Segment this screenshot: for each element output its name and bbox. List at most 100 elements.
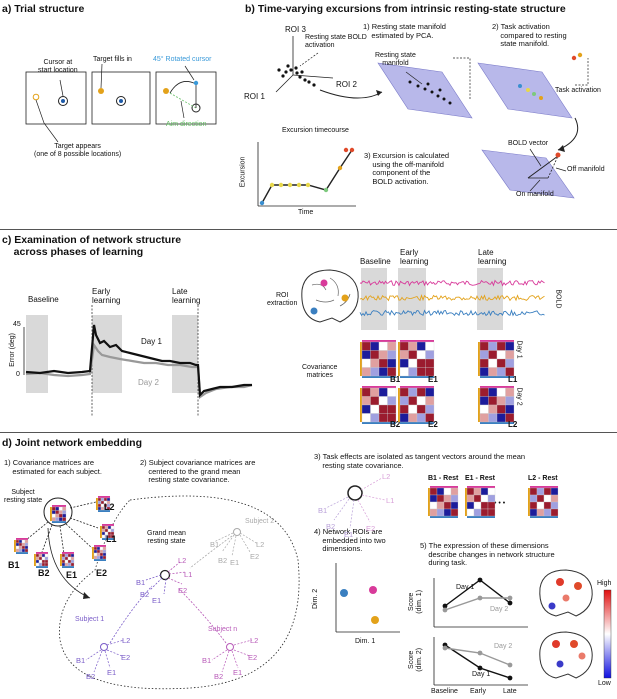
roi-pink-icon xyxy=(320,279,328,287)
cov-label-day2-B2: B2 xyxy=(390,420,401,429)
target-appears-label: Target appears (one of 8 possible locati… xyxy=(34,143,122,158)
tangent-node-B1: B1 xyxy=(318,506,328,515)
panel-d-title: d) Joint network embedding xyxy=(2,437,143,449)
grand-mean-node-E2: E2 xyxy=(178,586,188,595)
panel-a-title: a) Trial structure xyxy=(2,3,85,15)
start-location-icon-2 xyxy=(116,96,126,106)
target-fill-pointer xyxy=(100,63,103,89)
grand-mean-spokes xyxy=(145,561,187,595)
step3-label: 3) Excursion is calculated using the off… xyxy=(364,151,450,186)
centering-arrow-head xyxy=(83,592,90,599)
grand-mean-label: Grand mean resting state xyxy=(147,530,186,545)
filled-target-icon-3 xyxy=(163,88,169,94)
score1-day2-label: Day 2 xyxy=(490,606,509,613)
grand-mean-node-L2: L2 xyxy=(178,556,187,565)
bold-vector-label: BOLD vector xyxy=(508,140,549,147)
manifold-pointer xyxy=(405,71,423,85)
dim1-label: Dim. 1 xyxy=(355,638,376,645)
target-fill-label: Target fills in xyxy=(93,56,132,63)
grand-mean-node-L1: L1 xyxy=(184,570,193,579)
time-xlabel: Time xyxy=(298,209,314,216)
score1-day1-line xyxy=(444,579,511,607)
subject2-node-E2: E2 xyxy=(250,552,260,561)
d-step1-label: 1) Covariance matrices are estimated for… xyxy=(4,458,102,476)
ytick-bottom: 0 xyxy=(16,371,20,378)
cov-matrix-day2-L2 xyxy=(478,386,516,429)
late-shade xyxy=(172,315,198,393)
subject1-node xyxy=(100,643,108,651)
tangent-ellipsis: • • • xyxy=(494,500,506,507)
colorbar xyxy=(603,589,612,679)
trial-box-1 xyxy=(25,71,87,125)
tangent-center-node xyxy=(347,485,363,501)
cov-matrix-day1-E1 xyxy=(398,340,436,383)
d-step4-label: 4) Network ROIs are embedded into two di… xyxy=(314,527,386,554)
pca-arrow-head xyxy=(376,90,382,96)
rotated-cursor-icon xyxy=(193,80,199,86)
aim-label-pointer xyxy=(180,100,185,119)
d-step3-label: 3) Task effects are isolated as tangent … xyxy=(314,452,526,470)
divider-1 xyxy=(0,229,617,230)
resting-manifold-label: Resting state manifold xyxy=(375,52,416,67)
subject1-node-E1: E1 xyxy=(107,668,117,677)
bold-blue-trace xyxy=(359,309,545,317)
timecourse-title: Excursion timecourse xyxy=(282,127,349,134)
on-manifold-label: On manifold xyxy=(516,191,554,198)
task-activation-points xyxy=(518,52,583,100)
cov-matrix-day2-E2 xyxy=(398,386,436,429)
rotated-cursor-label: 45° Rotated cursor xyxy=(153,56,212,63)
subject-node-label-B2: B2 xyxy=(38,568,50,578)
subject-node-label-E1: E1 xyxy=(66,570,78,580)
rotated-label-pointer xyxy=(184,65,195,81)
subject1-node-L2: L2 xyxy=(122,636,131,645)
day2-label: Day 2 xyxy=(138,378,159,387)
subject1-node-B2: B2 xyxy=(86,672,96,681)
day1-error-line xyxy=(25,324,252,398)
subject1-node-B1: B1 xyxy=(76,656,86,665)
subject-matrix-5 xyxy=(96,496,112,517)
excursion-points xyxy=(259,147,355,206)
subject2-spokes xyxy=(213,532,259,557)
subject-resting-label: Subject resting state xyxy=(4,489,43,504)
tangent-node-E2: E2 xyxy=(366,524,376,533)
subject-spokes xyxy=(25,501,99,555)
subject-resting-matrix xyxy=(50,505,68,528)
grand-mean-node-B2: B2 xyxy=(140,590,150,599)
covariance-matrices-label: Covariance matrices xyxy=(302,364,338,379)
excursion-diagram xyxy=(257,36,589,207)
roi-blue-embed xyxy=(340,589,348,597)
d-step2-label: 2) Subject covariance matrices are cente… xyxy=(140,458,256,485)
subject-matrix-3 xyxy=(92,545,108,566)
subjectn-arrow xyxy=(177,587,227,644)
subjectn-node-B1: B1 xyxy=(202,656,212,665)
bold-late-label: Late learning xyxy=(478,248,507,267)
resting-bold-label: Resting state BOLD activation xyxy=(305,34,367,49)
roi-orange-icon xyxy=(341,294,349,302)
tangent-matrix-1 xyxy=(465,486,497,523)
tangent-label-2: L2 - Rest xyxy=(528,475,558,482)
rotation-arc xyxy=(169,81,197,94)
subject-matrix-0 xyxy=(14,538,30,559)
subjectn-node xyxy=(226,643,234,651)
resting-state-cloud xyxy=(277,64,316,87)
cursor-pointer xyxy=(59,79,64,97)
tangent-label-1: E1 - Rest xyxy=(465,475,495,482)
subject2-node-B2: B2 xyxy=(218,556,228,565)
subject1-arrow xyxy=(109,585,153,644)
error-chart xyxy=(23,305,253,417)
step2-label: 2) Task activation compared to resting s… xyxy=(492,22,567,49)
early-shade xyxy=(92,315,122,393)
roi-extraction-label: ROI extraction xyxy=(267,292,298,307)
tangent-matrix-2 xyxy=(528,486,560,523)
off-manifold-vector xyxy=(547,155,559,179)
target-appears-pointer xyxy=(35,99,59,143)
aim-direction-line xyxy=(169,92,197,109)
tangent-node-L1: L1 xyxy=(386,496,395,505)
ytick-top: 45 xyxy=(13,321,21,328)
task-activation-pointer xyxy=(575,58,589,86)
roi3-label: ROI 3 xyxy=(285,25,306,34)
subject-node-label-E2: E2 xyxy=(96,568,108,578)
tangent-node-B2: B2 xyxy=(326,522,336,531)
task-manifold-plane xyxy=(477,62,573,119)
